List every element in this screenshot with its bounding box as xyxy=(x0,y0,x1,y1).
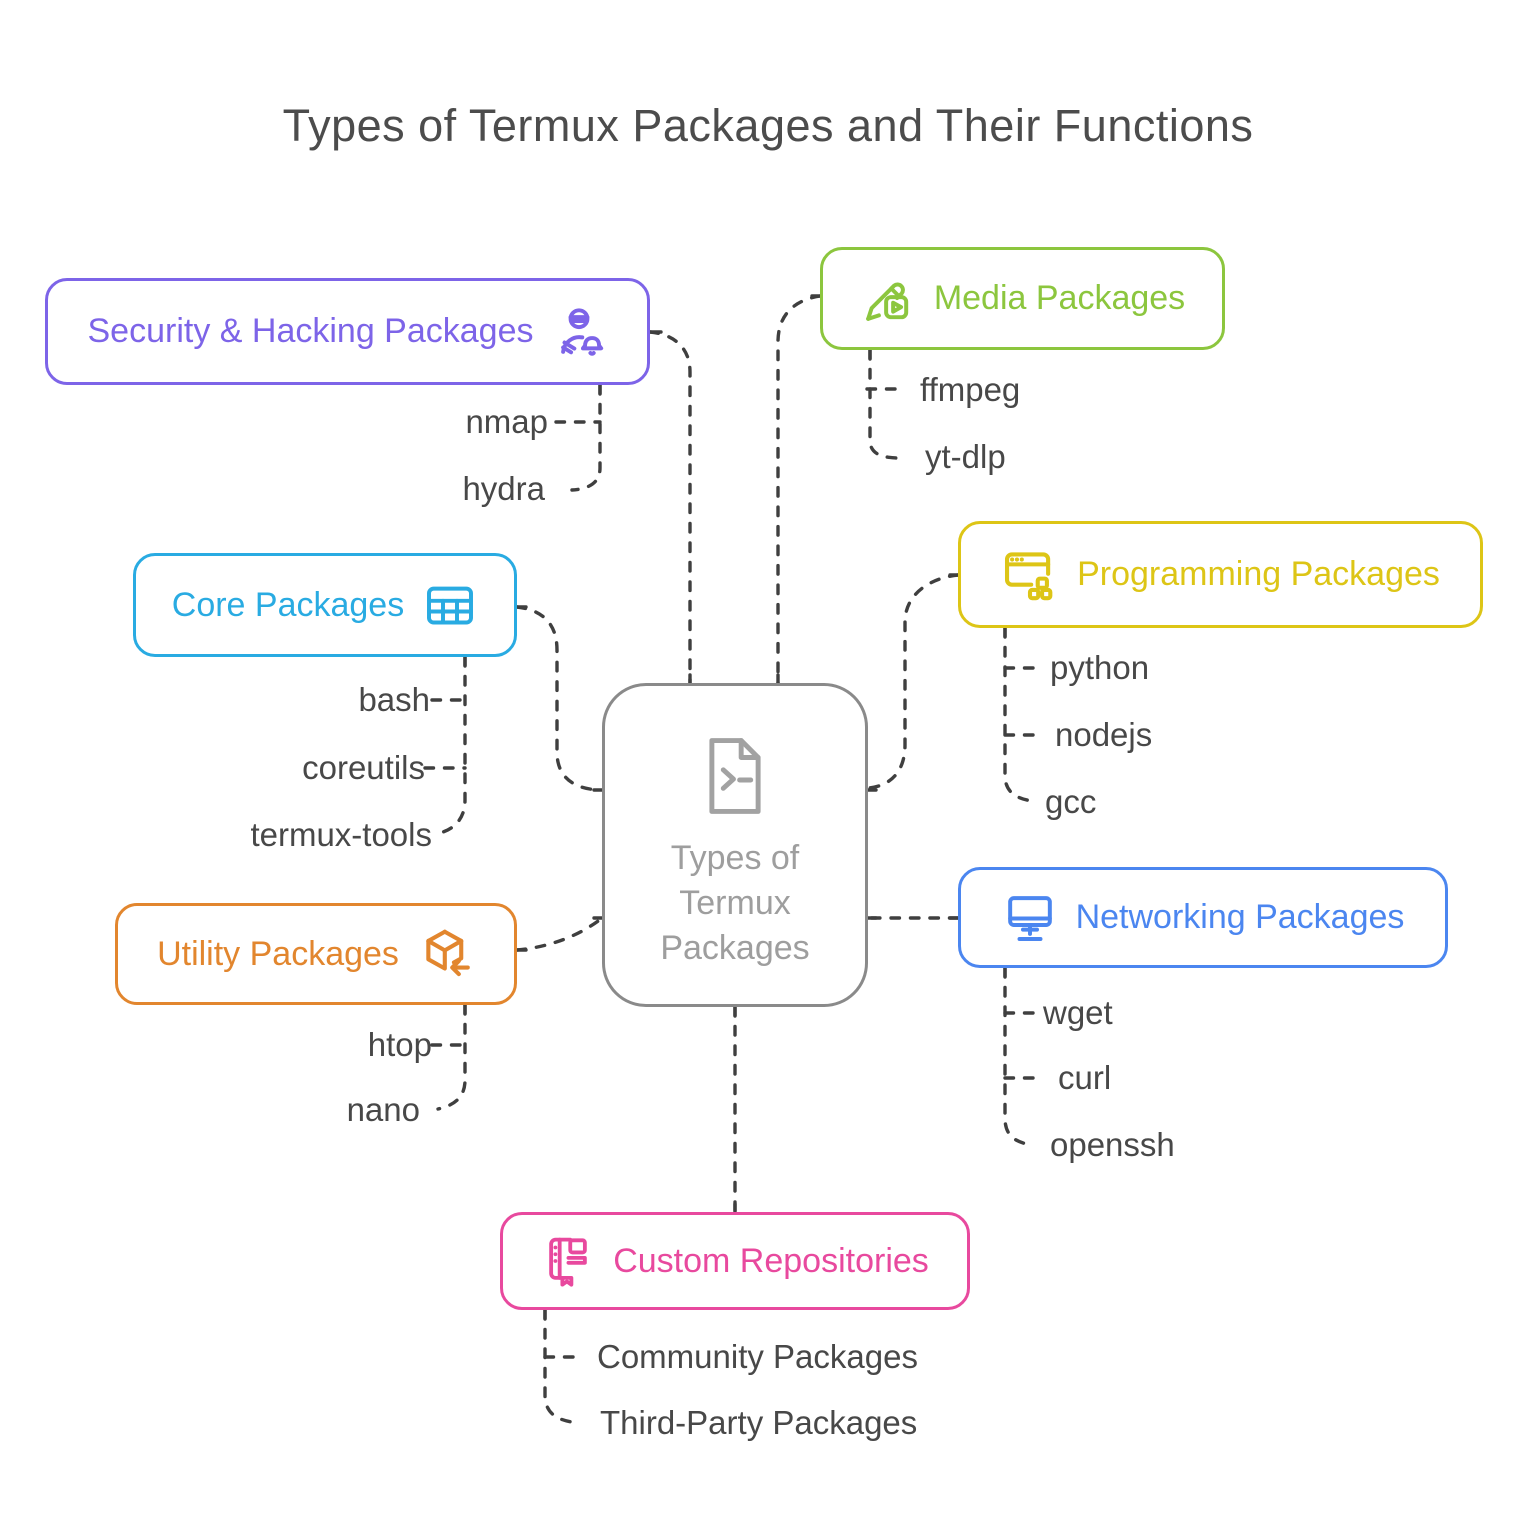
package-item-curl: curl xyxy=(1058,1059,1112,1096)
connector-custom xyxy=(543,1005,737,1424)
node-programming-packages: Programming Packages xyxy=(958,521,1483,628)
package-item-nmap: nmap xyxy=(465,403,548,440)
node-utility-packages: Utility Packages xyxy=(115,903,517,1005)
package-item-termux-tools: termux-tools xyxy=(250,816,432,853)
node-label: Utility Packages xyxy=(157,934,399,973)
node-label: Core Packages xyxy=(171,585,405,624)
package-item-nano: nano xyxy=(346,1091,420,1128)
package-item-hydra: hydra xyxy=(462,470,545,507)
node-label: Media Packages xyxy=(933,279,1186,317)
package-item-coreutils: coreutils xyxy=(302,749,425,786)
package-item-htop: htop xyxy=(367,1026,432,1063)
package-item-gcc: gcc xyxy=(1045,783,1097,820)
table-icon xyxy=(427,586,474,625)
central-node-label: Types of Termux Packages xyxy=(660,839,810,968)
package-item-yt-dlp: yt-dlp xyxy=(925,438,1006,475)
package-item-openssh: openssh xyxy=(1050,1126,1175,1163)
node-networking-packages: Networking Packages xyxy=(958,867,1448,968)
package-import-icon xyxy=(426,929,470,977)
package-item-community-packages: Community Packages xyxy=(597,1338,918,1375)
repository-book-icon xyxy=(549,1237,588,1287)
window-modules-icon xyxy=(1005,551,1053,600)
node-label: Networking Packages xyxy=(1075,898,1405,936)
spy-icon xyxy=(561,307,604,356)
central-node: Types of Termux Packages xyxy=(602,683,868,1007)
node-media-packages: Media Packages xyxy=(820,247,1225,350)
page-title: Types of Termux Packages and Their Funct… xyxy=(282,100,1254,151)
node-label: Security & Hacking Packages xyxy=(87,312,534,350)
package-item-wget: wget xyxy=(1043,994,1113,1031)
package-item-third-party-packages: Third-Party Packages xyxy=(600,1404,918,1441)
terminal-document-icon xyxy=(709,738,761,814)
node-label: Custom Repositories xyxy=(613,1241,929,1280)
connector-programming xyxy=(866,573,1036,803)
connector-media xyxy=(776,294,902,685)
package-item-ffmpeg: ffmpeg xyxy=(920,371,1021,408)
monitor-icon xyxy=(1007,895,1052,941)
connector-core xyxy=(423,605,602,836)
node-label: Programming Packages xyxy=(1077,555,1440,593)
node-security-hacking-packages: Security & Hacking Packages xyxy=(45,278,650,385)
node-custom-repositories: Custom Repositories xyxy=(500,1212,970,1310)
package-item-nodejs: nodejs xyxy=(1055,716,1153,753)
package-item-python: python xyxy=(1050,649,1150,686)
connector-utility xyxy=(430,916,604,1111)
package-item-bash: bash xyxy=(358,681,430,718)
pencil-media-icon xyxy=(865,282,908,321)
node-core-packages: Core Packages xyxy=(133,553,517,657)
